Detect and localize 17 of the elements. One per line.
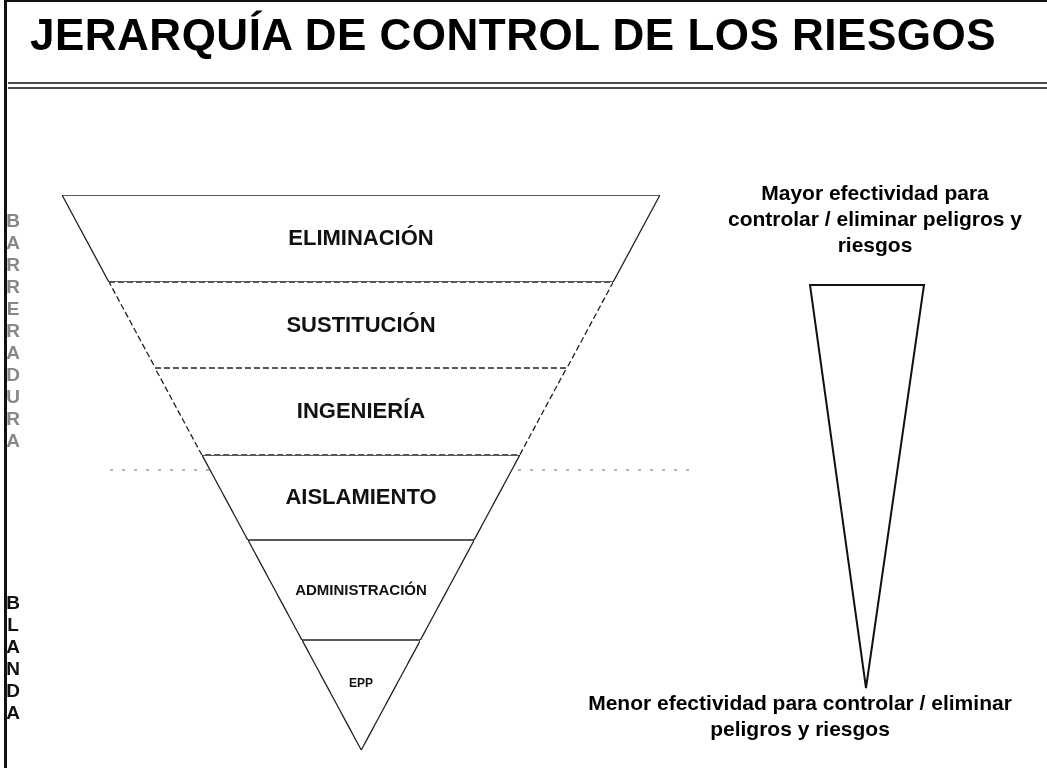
- level-label: INGENIERÍA: [295, 398, 427, 425]
- level-label: ELIMINACIÓN: [287, 225, 435, 252]
- pyramid-level: [155, 368, 567, 455]
- effectiveness-label: Mayor efectividad para controlar / eliminar peligros y riesgos: [726, 180, 1024, 258]
- pyramid-level: [108, 282, 614, 368]
- pyramid-level: [247, 540, 475, 640]
- effectiveness-label: Menor efectividad para controlar / eliminar peligros y riesgos: [587, 690, 1013, 742]
- title: JERARQUÍA DE CONTROL DE LOS RIESGOS: [30, 10, 997, 60]
- level-label: ADMINISTRACIÓN: [294, 581, 428, 598]
- vertical-label: BLANDA: [6, 592, 20, 724]
- pyramid-level: [301, 640, 421, 750]
- level-label: AISLAMIENTO: [284, 484, 438, 511]
- pyramid-level: [62, 195, 660, 282]
- level-label: EPP: [348, 675, 374, 690]
- pyramid-level: [202, 455, 520, 540]
- vertical-label: BARRERA DURA: [6, 210, 20, 452]
- level-label: SUSTITUCIÓN: [285, 311, 437, 338]
